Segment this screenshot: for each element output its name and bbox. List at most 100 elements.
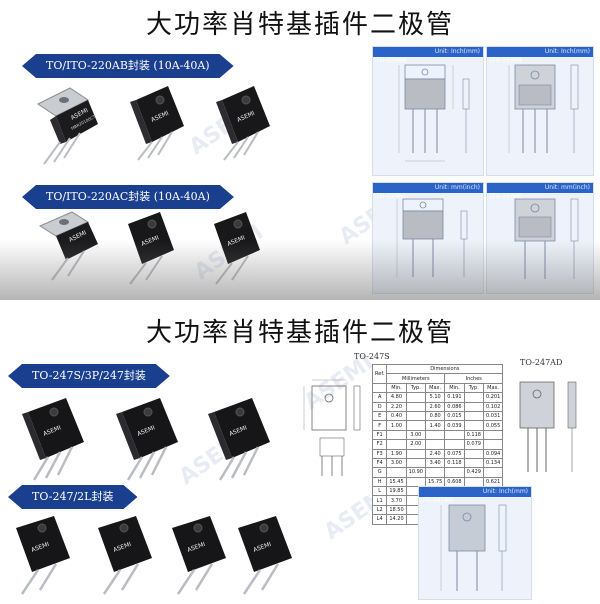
table-cell: 4.80 [386, 392, 407, 403]
table-cell: 19.85 [386, 486, 407, 497]
table-cell [405, 448, 426, 459]
drawing-tab: ITO-220AC [490, 193, 523, 200]
table-cell [463, 420, 484, 431]
table-cell: 10.90 [405, 467, 426, 478]
ito220ac-chip-image: ASEMI [128, 212, 174, 285]
to247ad-blue-outline-drawing [440, 504, 507, 591]
table-cell: 2.20 [386, 401, 407, 412]
table-cell: 2.60 [424, 401, 446, 412]
table-cell: 3.00 [405, 429, 426, 441]
drawing-unit-note: Unit: mm(inch) [434, 184, 480, 191]
banner-to220ab: TO/ITO-220AB封装 (10A-40A) [22, 54, 234, 78]
table-cell [444, 467, 465, 478]
drawing-unit-note: Unit: Inch(mm) [434, 48, 480, 55]
panel-title: 大功率肖特基插件二极管 [145, 318, 454, 348]
drawing-ito220ac: ITO-220AC Unit: mm(inch) [486, 182, 594, 294]
to247-chip-image: ASEMI [116, 398, 178, 481]
table-cell-ref: D [371, 401, 388, 412]
drawing-label-to247ad: TO-247AD [520, 358, 563, 367]
table-cell: 1.90 [386, 448, 407, 459]
to247ad-outline-drawing [519, 381, 577, 472]
table-col: Max. [482, 382, 504, 394]
table-col: Typ. [463, 382, 484, 394]
to247-2l-chip-image: ASEMI [16, 516, 70, 595]
table-cell [386, 439, 407, 450]
table-cell: 15.45 [386, 476, 407, 488]
table-cell: 0.039 [444, 420, 465, 431]
table-cell-ref: F2 [371, 439, 388, 450]
table-cell: 0.191 [444, 392, 465, 403]
table-cell [482, 439, 504, 450]
table-cell-ref: H [371, 476, 388, 488]
ito220ab-outline-drawing [508, 64, 579, 153]
table-cell: 0.118 [444, 457, 465, 469]
table-cell: 18.50 [386, 504, 407, 516]
table-cell: 3.70 [386, 495, 407, 506]
to247-2l-chip-image: ASEMI [238, 516, 292, 595]
to247s-outline-drawing [303, 379, 361, 476]
table-cell: 0.429 [463, 467, 484, 478]
dimension-table: Ref. Dimensions Millimeters Inches Min. … [371, 363, 504, 525]
table-cell: 0.075 [444, 448, 465, 459]
to220ab-outline-drawing [398, 64, 470, 162]
table-cell-ref: F [371, 420, 388, 431]
table-cell-ref: F1 [371, 429, 388, 441]
table-col: Min. [444, 382, 465, 394]
table-cell: 0.015 [444, 410, 465, 422]
table-cell [405, 420, 426, 431]
table-cell-ref: G [371, 467, 388, 478]
table-cell: 14.20 [386, 514, 407, 525]
table-col: Min. [386, 382, 407, 394]
table-cell [482, 429, 504, 441]
table-cell [424, 467, 446, 478]
table-cell: 2.00 [405, 439, 426, 450]
drawing-to220ac: TO-220AC Unit: mm(inch) [372, 182, 484, 294]
drawing-unit-note: Unit: Inch(mm) [482, 488, 528, 495]
table-cell [463, 401, 484, 412]
table-cell: 1.40 [424, 420, 446, 431]
table-col: Max. [424, 382, 446, 394]
table-cell-ref: F3 [371, 448, 388, 459]
table-cell [463, 410, 484, 422]
table-cell-ref: F4 [371, 457, 388, 469]
table-row: G 10.90 0.429 [371, 467, 504, 478]
drawing-tab: TO-220AC [376, 193, 407, 200]
ito220ab-chip-image: ASEMI [130, 86, 184, 161]
drawing-unit-note: Unit: mm(inch) [544, 184, 590, 191]
to220ab-chip-image: ASEMI MBR20100CT [37, 87, 98, 165]
table-cell: 0.031 [482, 410, 504, 422]
panel-title: 大功率肖特基插件二极管 [145, 10, 454, 40]
table-cell [463, 448, 484, 459]
to247-chip-image: ASEMI [22, 398, 84, 481]
table-header-ref: Ref. [371, 364, 388, 384]
table-subheader-inch: Inches [444, 373, 504, 384]
table-cell-ref: L2 [371, 504, 388, 516]
table-cell-ref: L [371, 486, 388, 497]
table-cell [444, 439, 465, 450]
panel-to220: 大功率肖特基插件二极管 TO/ITO-220AB封装 (10A-40A) TO/… [0, 0, 600, 300]
table-cell: 0.201 [482, 392, 504, 403]
table-cell: 3.00 [386, 457, 407, 469]
table-cell: 0.094 [482, 448, 504, 459]
table-cell: 2.40 [424, 448, 446, 459]
ito220ac-chip-image: ASEMI [214, 212, 260, 285]
table-cell: 1.00 [386, 420, 407, 431]
table-subheader-mm: Millimeters [386, 373, 446, 384]
table-cell [463, 457, 484, 469]
to220ac-chip-image: ASEMI [38, 211, 98, 281]
table-cell [405, 392, 426, 403]
table-cell-ref: A [371, 392, 388, 403]
drawing-label-to247s: TO-247S [354, 352, 390, 361]
